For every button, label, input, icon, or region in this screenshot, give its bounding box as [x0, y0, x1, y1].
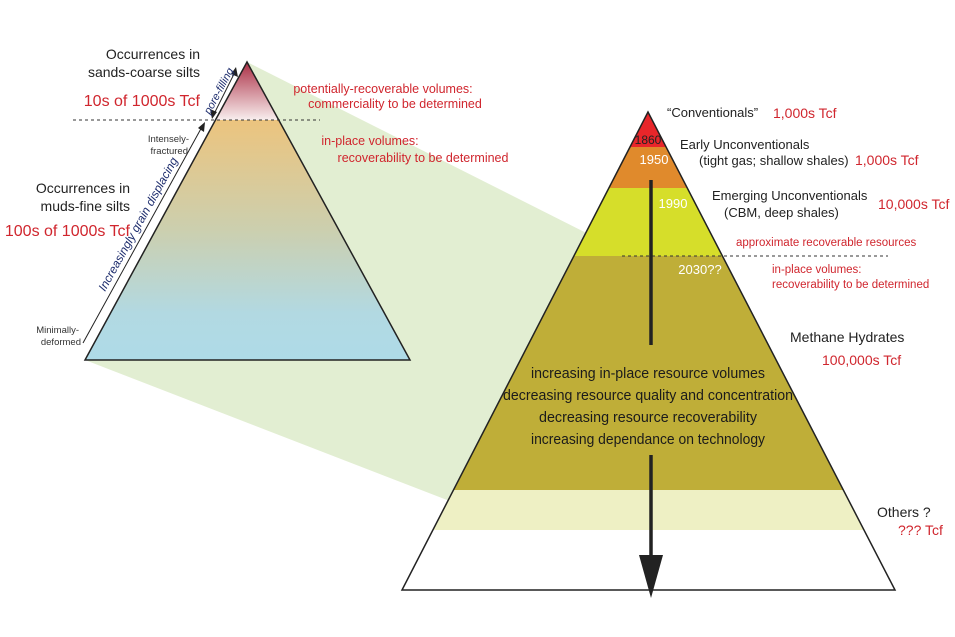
- intensely-fractured-label: Intensely-: [148, 134, 189, 145]
- recoverable-note: approximate recoverable resources: [736, 237, 917, 249]
- early-unconventionals-label: (tight gas; shallow shales): [699, 153, 849, 168]
- trend-line: increasing in-place resource volumes: [531, 366, 765, 382]
- arrowhead-icon: [231, 67, 238, 77]
- arrowhead-icon: [198, 122, 205, 132]
- emerging-unconventionals-label: Emerging Unconventionals: [712, 188, 868, 203]
- emerging-unconventionals-label: (CBM, deep shales): [724, 205, 839, 220]
- early-unconventionals-label: Early Unconventionals: [680, 137, 810, 152]
- others-volume: ??? Tcf: [898, 522, 943, 538]
- year-1950: 1950: [640, 152, 669, 167]
- year-1990: 1990: [659, 196, 688, 211]
- top-volume: 10s of 1000s Tcf: [84, 93, 201, 110]
- band-others: [402, 490, 895, 530]
- trend-statements: increasing in-place resource volumes dec…: [503, 366, 793, 448]
- pore-filling-arrow: [212, 69, 237, 117]
- intensely-fractured-label: fractured: [151, 146, 189, 157]
- top-occurrence-title: Occurrences in: [106, 46, 200, 62]
- methane-hydrates-label: Methane Hydrates: [790, 329, 904, 345]
- arrowhead-icon: [210, 109, 217, 119]
- arrow-down-icon: [639, 555, 663, 598]
- early-unconventionals-volume: 1,000s Tcf: [855, 152, 919, 168]
- mid-note: in-place volumes:: [321, 134, 418, 148]
- right-pyramid-outline: [400, 110, 897, 591]
- mid-note: recoverability to be determined: [338, 151, 509, 165]
- left-pyramid-outline: [83, 60, 412, 361]
- emerging-unconventionals-volume: 10,000s Tcf: [878, 196, 949, 212]
- trend-line: decreasing resource quality and concentr…: [503, 388, 793, 404]
- inplace-note: in-place volumes:: [772, 264, 861, 276]
- conventionals-label: “Conventionals”: [667, 105, 758, 120]
- bottom-occurrence-title: muds-fine silts: [41, 198, 130, 214]
- minimally-deformed-label: deformed: [41, 337, 81, 348]
- top-occurrence-title: sands-coarse silts: [88, 64, 200, 80]
- trend-line: increasing dependance on technology: [531, 432, 766, 448]
- top-note: potentially-recoverable volumes:: [293, 82, 472, 96]
- year-1860: 1860: [635, 133, 662, 147]
- methane-hydrates-volume: 100,000s Tcf: [822, 352, 901, 368]
- others-label: Others ?: [877, 504, 931, 520]
- year-2030: 2030??: [678, 262, 721, 277]
- inplace-note: recoverability to be determined: [772, 279, 929, 291]
- conventionals-volume: 1,000s Tcf: [773, 105, 837, 121]
- minimally-deformed-label: Minimally-: [36, 325, 79, 336]
- trend-line: decreasing resource recoverability: [539, 410, 758, 426]
- bottom-occurrence-title: Occurrences in: [36, 180, 130, 196]
- top-note: commerciality to be determined: [308, 97, 482, 111]
- bottom-volume: 100s of 1000s Tcf: [5, 223, 131, 240]
- grain-displacing-arrow: [82, 124, 204, 344]
